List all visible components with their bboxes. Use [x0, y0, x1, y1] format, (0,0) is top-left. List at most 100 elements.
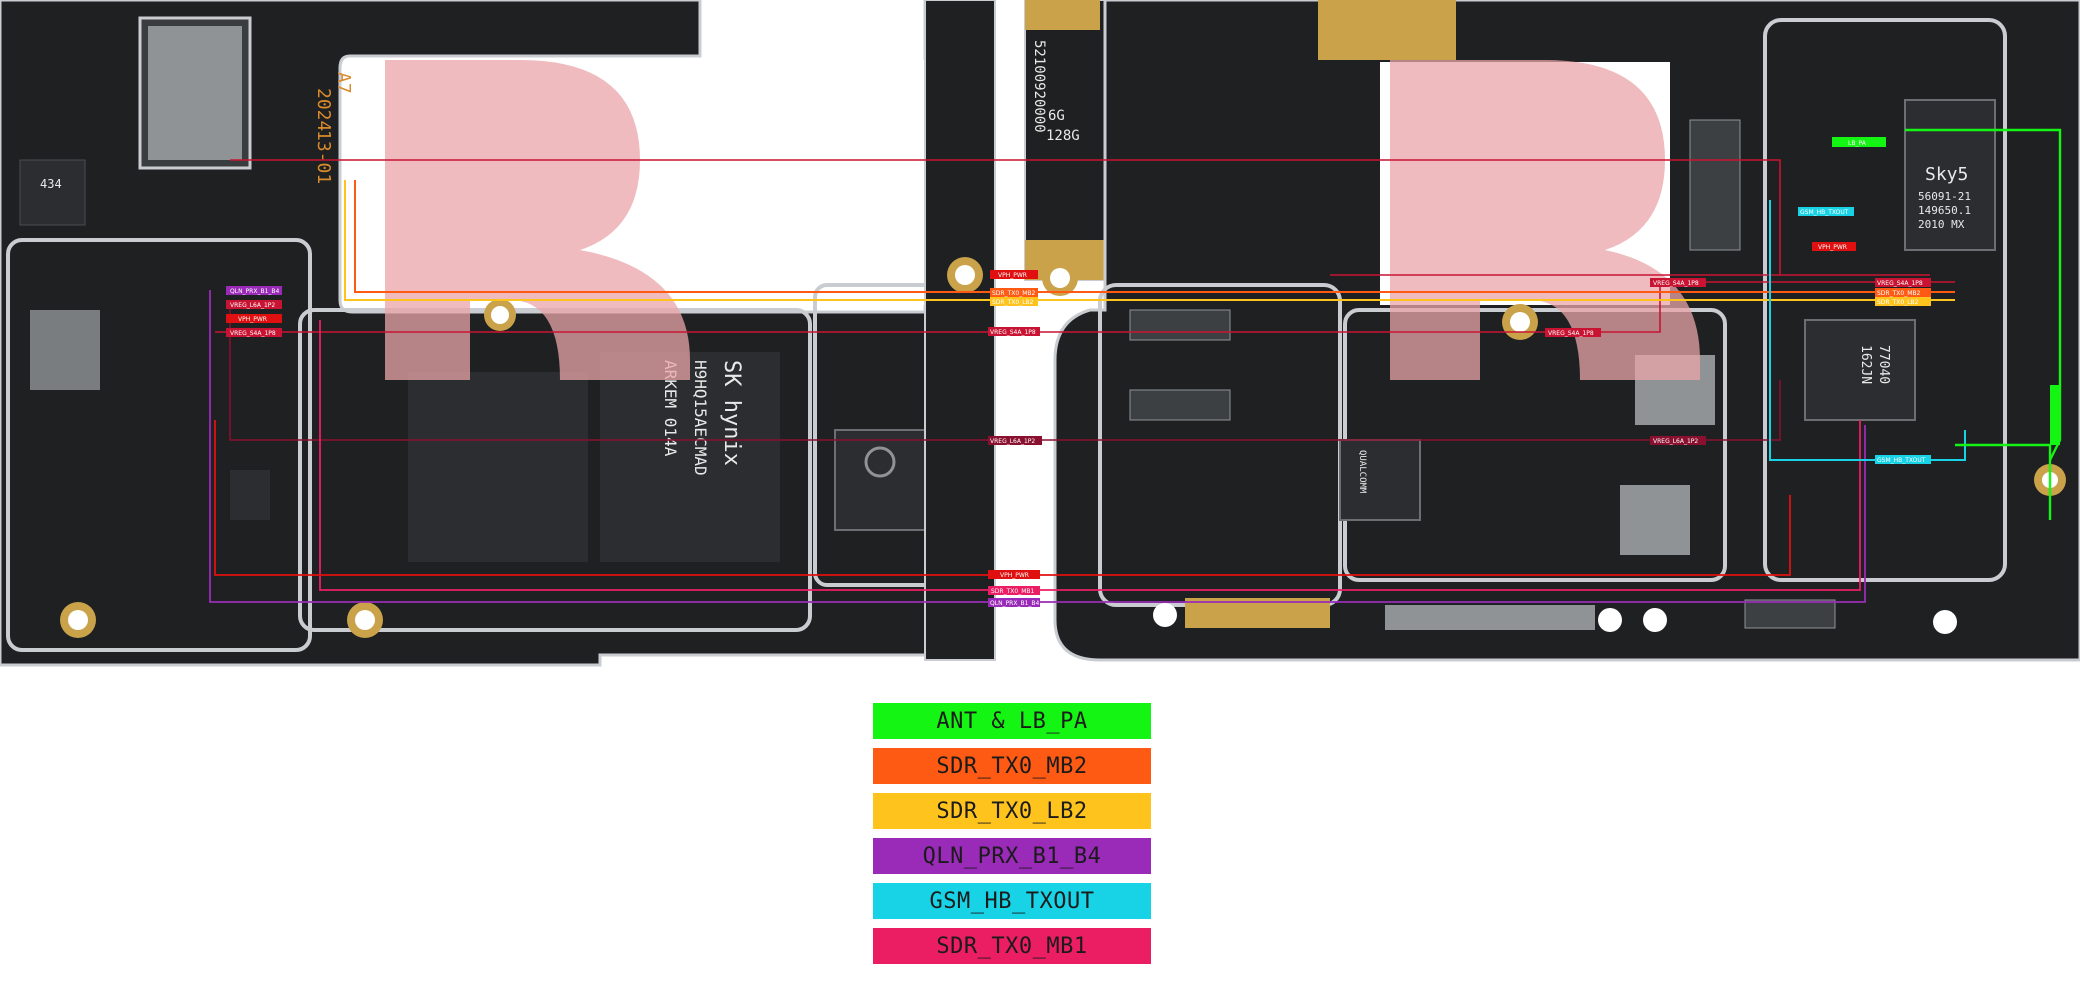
net-tag-qln-bottom	[988, 598, 1040, 607]
pa-code-1: 56091-21	[1918, 190, 1971, 203]
net-tag-qln-left	[226, 286, 282, 295]
date-text-a: 2024	[313, 88, 334, 131]
left-mount-hole-center	[68, 610, 88, 630]
left-chip-small	[230, 470, 270, 520]
trace-vreg-s4a	[215, 281, 1955, 333]
right-white-hole	[1153, 603, 1177, 627]
net-tag-vreg-s4a-right-text: VREG_S4A_1P8	[1548, 330, 1594, 337]
net-tags: QLN_PRX_B1_B4 VREG_L6A_1P2 VPH_PWR VREG_…	[226, 137, 1931, 607]
center-gold-pad	[1025, 0, 1100, 30]
qualcomm-logo	[864, 446, 896, 478]
net-tag-lb-pa-text: LB_PA	[1848, 140, 1867, 147]
net-tag-vreg-s4a-left-text: VREG_S4A_1P8	[230, 330, 276, 337]
date-text-b: A7	[333, 72, 354, 94]
net-tag-vreg-s4a-far-text: VREG_S4A_1P8	[1877, 280, 1923, 287]
legend-label: ANT & LB_PA	[936, 708, 1088, 734]
net-tag-vph-center-text: VPH_PWR	[998, 272, 1027, 279]
sky5-pa-chip	[1904, 99, 1996, 251]
legend-item-qln-prx-b1-b4: QLN_PRX_B1_B4	[873, 838, 1151, 874]
memory-chip-a	[408, 372, 588, 562]
net-tag-vreg-s4a-far	[1875, 278, 1931, 287]
legend-item-sdr-tx0-lb2: SDR_TX0_LB2	[873, 793, 1151, 829]
legend-label: QLN_PRX_B1_B4	[922, 843, 1102, 869]
connector-c	[1185, 598, 1330, 628]
trace-sdr-tx0-lb2	[344, 180, 1955, 301]
trace-sdr-tx0-mb2	[354, 180, 1955, 293]
ram-text: 6G	[1048, 108, 1065, 124]
net-tag-mb1-bottom-text: SDR_TX0_MB1	[991, 588, 1034, 595]
net-tag-lb2-far	[1875, 297, 1931, 306]
rom-text: 128G	[1046, 128, 1080, 144]
legend-item-sdr-tx0-mb1: SDR_TX0_MB1	[873, 928, 1151, 964]
connector-e	[1744, 599, 1836, 629]
net-tag-lb2-far-text: SDR_TX0_LB2	[1877, 299, 1919, 306]
net-tag-mb1-bottom	[988, 586, 1040, 595]
legend-label: GSM_HB_TXOUT	[929, 888, 1095, 914]
right-grid-chip-2	[1620, 485, 1690, 555]
net-tag-vph-right-text: VPH_PWR	[1818, 244, 1847, 251]
connector-d	[1385, 605, 1595, 630]
net-tag-vreg-s4a-upper	[1650, 278, 1706, 287]
net-tag-vreg-l6a-right-text: VREG_L6A_1P2	[1653, 438, 1698, 445]
chip-label-434: 434	[40, 177, 62, 191]
net-tag-vreg-l6a-center-text: VREG_L6A_1P2	[990, 438, 1035, 445]
pcb-diagram: SK hynix H9HQ15AECMAD ARKEM 014A 2024 A7…	[0, 0, 2080, 667]
net-tag-vreg-s4a-left	[226, 328, 282, 337]
trace-sdr-tx0-mb1	[319, 320, 1861, 591]
center-strip-right	[1024, 0, 1106, 281]
left-pmic	[834, 429, 926, 531]
net-tag-vph-right	[1812, 242, 1856, 251]
date-text-c: 13-01	[313, 130, 334, 184]
left-mount-hole-center	[491, 306, 509, 324]
qualcomm-rf-chip	[1339, 439, 1421, 521]
legend-item-sdr-tx0-mb2: SDR_TX0_MB2	[873, 748, 1151, 784]
net-tag-lb-pa	[1832, 137, 1886, 147]
net-tag-lb2-center-text: SDR_TX0_LB2	[992, 299, 1034, 306]
chip-label-162jn: 162JN	[1858, 345, 1873, 384]
net-tag-lb2-center	[990, 297, 1038, 306]
net-tag-vph-left-text: VPH_PWR	[238, 316, 267, 323]
trace-ant-lb-pa	[1905, 128, 2062, 461]
net-tag-vreg-s4a-center-text: VREG_S4A_1P8	[990, 329, 1036, 336]
trace-upper-red	[230, 159, 1781, 275]
net-tag-gsm-right-text: GSM_HB_TXOUT	[1800, 209, 1849, 216]
right-white-hole	[1933, 610, 1957, 634]
net-tag-vph-bottom	[988, 570, 1040, 579]
center-strip-left	[924, 0, 996, 661]
connector-f	[1689, 119, 1741, 251]
pa-label-text: Sky5	[1925, 164, 1968, 185]
net-tag-mb2-center-text: SDR_TX0_MB2	[992, 290, 1035, 297]
net-tag-vreg-l6a-center	[988, 436, 1042, 445]
mem-part-text: H9HQ15AECMAD	[691, 360, 710, 476]
net-tag-vreg-l6a-left	[226, 300, 282, 309]
net-tag-qln-bottom-text: QLN_PRX_B1_B4	[990, 600, 1040, 607]
center-mount-hole-center	[1050, 268, 1070, 288]
right-white-hole	[1643, 608, 1667, 632]
chip-label-77040: 77040	[1876, 345, 1891, 384]
net-tag-vreg-s4a-upper-text: VREG_S4A_1P8	[1653, 280, 1699, 287]
net-tag-vph-left	[226, 314, 282, 323]
signal-legend: ANT & LB_PA SDR_TX0_MB2 SDR_TX0_LB2 QLN_…	[873, 703, 1153, 973]
net-tag-vreg-l6a-right	[1650, 436, 1706, 445]
left-top-module-inner	[148, 26, 242, 160]
net-tag-gsm-right	[1798, 207, 1854, 216]
legend-item-ant-lb-pa: ANT & LB_PA	[873, 703, 1151, 739]
pa-code-2: 149650.1	[1918, 204, 1971, 217]
mem-code-text: ARKEM 014A	[661, 360, 680, 457]
legend-item-gsm-hb-txout: GSM_HB_TXOUT	[873, 883, 1151, 919]
connector-b	[1129, 389, 1231, 421]
net-tag-vph-center	[990, 270, 1038, 279]
net-tag-mb2-far	[1875, 288, 1931, 297]
net-tag-qln-left-text: QLN_PRX_B1_B4	[230, 288, 280, 295]
right-mount-hole-center	[1510, 312, 1530, 332]
net-tag-vreg-s4a-right	[1545, 328, 1601, 337]
memory-chip-b	[600, 352, 780, 562]
ant-pad	[2050, 385, 2060, 445]
right-white-hole	[1598, 608, 1622, 632]
center-strip: 52100920000 6G 128G	[924, 0, 1125, 661]
transceiver-chip	[1804, 319, 1916, 421]
legend-label: SDR_TX0_MB2	[936, 753, 1088, 779]
net-tag-gsm-far	[1875, 455, 1931, 464]
left-chip-grid	[30, 310, 100, 390]
part-code-text: 52100920000	[1031, 40, 1047, 133]
